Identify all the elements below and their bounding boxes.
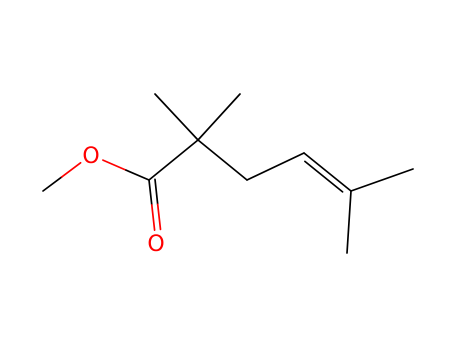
bond-c_alkene_1-c_alkene_2 — [303, 152, 352, 193]
bond-c_alkene_2-c_terminal_right — [350, 168, 414, 192]
bond-line — [346, 190, 352, 254]
bond-line — [303, 152, 352, 192]
bond-o_ether-c_carbonyl — [102, 159, 150, 181]
bond-line-half-a — [102, 159, 127, 171]
bond-line — [197, 93, 241, 141]
bond-line-half-a — [42, 176, 63, 192]
bond-line-second-half-b — [156, 203, 162, 231]
bond-c_carbonyl-c_quaternary — [148, 139, 199, 181]
bond-c_quaternary-c_methyl_left — [154, 93, 199, 141]
bond-line — [154, 93, 199, 141]
bond-line-half-b — [125, 169, 150, 181]
bond-line-half-b — [150, 204, 156, 231]
bond-line — [246, 152, 305, 181]
bond-line — [350, 168, 414, 192]
bond-line-second-half-a — [154, 178, 159, 206]
bond-layer — [42, 93, 414, 254]
bond-line-half-b — [60, 161, 82, 178]
bond-c_quaternary-c_methyl_right — [197, 93, 241, 141]
atom-label-o_carbonyl: O — [147, 232, 164, 257]
bond-c_methoxy-o_ether — [42, 161, 82, 192]
bond-c_ch2-c_alkene_1 — [246, 152, 305, 181]
bond-line-second — [304, 160, 344, 193]
atom-label-layer: OO — [82, 144, 164, 257]
bond-c_quaternary-c_ch2 — [197, 139, 248, 181]
atom-label-o_ether: O — [82, 144, 99, 169]
bond-line — [197, 139, 248, 181]
bond-line — [148, 139, 199, 181]
bond-c_alkene_2-c_terminal_down — [346, 190, 352, 254]
bond-c_carbonyl-o_carbonyl — [148, 178, 162, 231]
bond-line-half-a — [148, 179, 153, 206]
